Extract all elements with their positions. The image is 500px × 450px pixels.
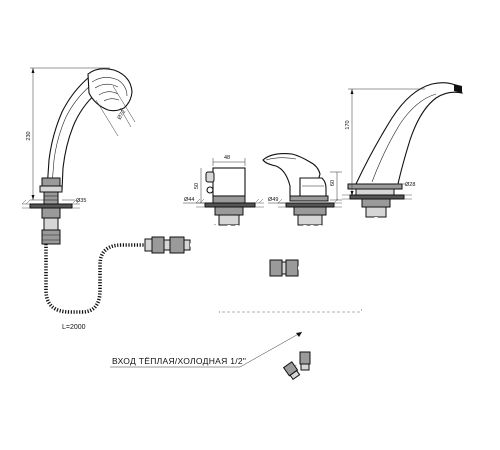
mixer-base-diameter-label: Ø49 [268, 197, 278, 203]
shower-head-diameter-label: Ø72 [117, 109, 128, 121]
diverter-width-label: 48 [224, 155, 230, 161]
shower-height-label: 230 [26, 131, 32, 140]
mixer-body: 60 Ø49 [262, 153, 342, 226]
mixer-height-label: 60 [330, 180, 336, 186]
spout-base-diameter-label: Ø28 [405, 182, 415, 188]
shower-hose: L=2000 [44, 243, 146, 331]
diverter-valve: 48 50 Ø44 [183, 155, 264, 226]
spout-height-label: 170 [345, 120, 351, 129]
bath-spout: 170 Ø28 [342, 82, 463, 218]
diverter-height-label: 50 [194, 183, 200, 189]
hose-length-label: L=2000 [62, 324, 86, 331]
inlet-callout: ВХОД ТЁПЛАЯ/ХОЛОДНАЯ 1/2" [110, 331, 303, 368]
diverter-base-diameter-label: Ø44 [184, 197, 194, 203]
inlet-label: ВХОД ТЁПЛАЯ/ХОЛОДНАЯ 1/2" [112, 356, 246, 366]
piping [144, 216, 378, 381]
shower-base-diameter-label: Ø35 [76, 198, 86, 204]
hand-shower: Ø72 230 Ø35 [21, 67, 136, 245]
